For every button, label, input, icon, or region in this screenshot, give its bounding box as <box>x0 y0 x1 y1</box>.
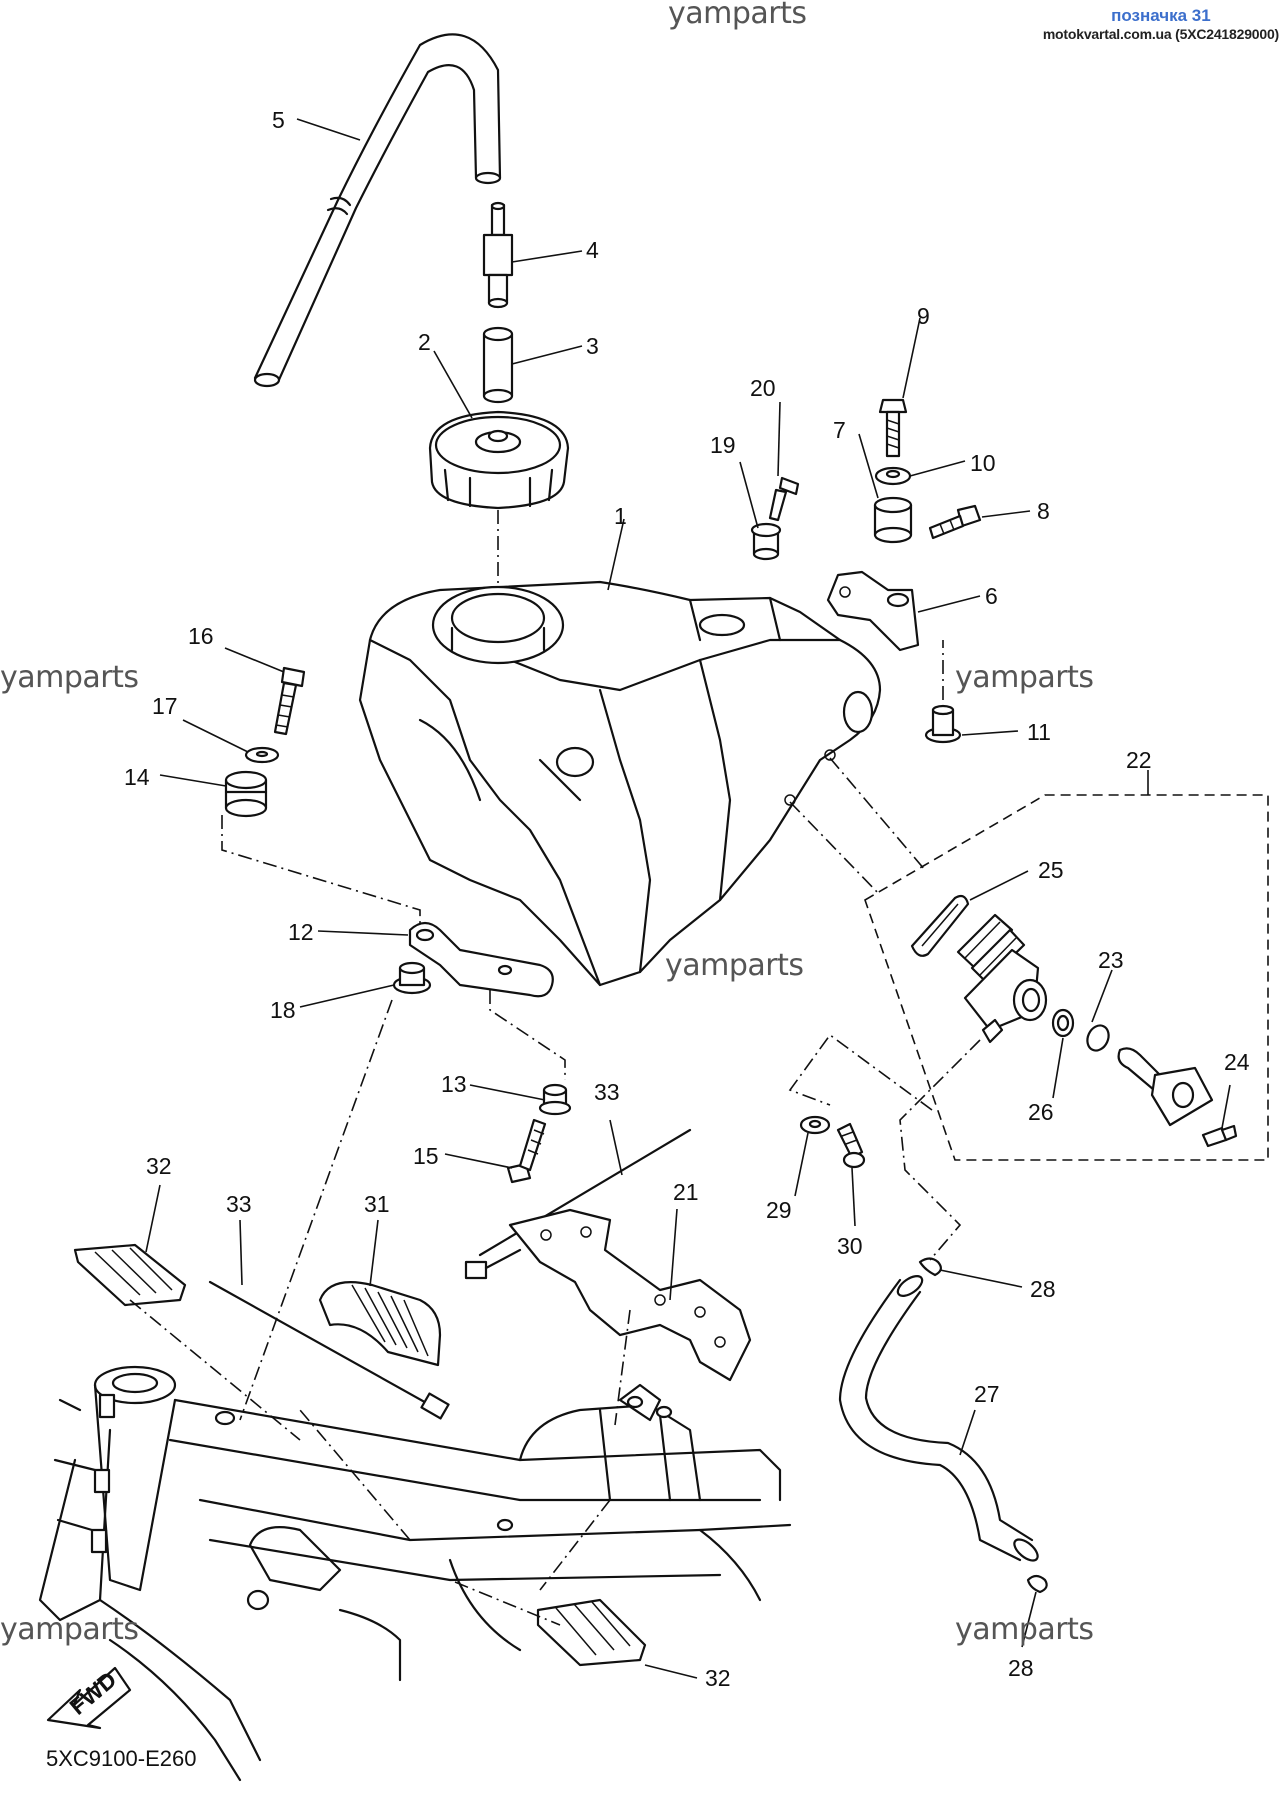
callout-24: 24 <box>1224 1049 1250 1075</box>
damper-part-14 <box>221 770 421 925</box>
callout-1: 1 <box>614 503 627 529</box>
callout-32-right: 32 <box>705 1665 731 1691</box>
bolt-part-16 <box>273 666 306 736</box>
frame <box>38 1299 792 1782</box>
callout-7: 7 <box>833 417 846 443</box>
watermark-bottom-right: yamparts <box>955 1612 1094 1647</box>
bracket-part-6 <box>826 570 920 652</box>
callout-numbers: 5 4 3 2 1 20 19 9 7 10 8 6 11 22 25 23 2… <box>124 107 1250 1691</box>
damper-part-7 <box>873 496 913 544</box>
marker-label: позначка 31 <box>1111 6 1211 25</box>
callout-26: 26 <box>1028 1099 1054 1125</box>
callout-6: 6 <box>985 583 998 609</box>
watermark-top: yamparts <box>668 0 807 31</box>
figure-code: 5XC9100-E260 <box>46 1746 197 1771</box>
callout-20: 20 <box>750 375 776 401</box>
callout-5: 5 <box>272 107 285 133</box>
fuel-hose-part-27 <box>838 1275 1039 1562</box>
callout-23: 23 <box>1098 947 1124 973</box>
collar-part-18 <box>239 961 432 1421</box>
bolt-part-20 <box>768 476 800 522</box>
callout-27: 27 <box>974 1381 1000 1407</box>
gasket-part-25 <box>910 894 970 957</box>
site-label: motokvartal.com.ua (5XC241829000) <box>1042 26 1279 42</box>
fuel-cock-body <box>963 948 1048 1044</box>
washer-part-17 <box>244 746 280 764</box>
watermark-bottom-left: yamparts <box>0 1612 139 1647</box>
callout-30: 30 <box>837 1233 863 1259</box>
forward-direction-arrow: FWD <box>46 1666 132 1730</box>
callout-16: 16 <box>188 623 214 649</box>
callout-32-left: 32 <box>146 1153 172 1179</box>
clip-part-28 <box>918 1257 1048 1594</box>
collar-part-11 <box>924 640 962 744</box>
callout-28-bottom: 28 <box>1008 1655 1034 1681</box>
watermark-left: yamparts <box>0 660 139 695</box>
bolt-part-9 <box>878 398 908 458</box>
callout-25: 25 <box>1038 857 1064 883</box>
leader-cock-to-washer <box>788 1033 933 1111</box>
leader-cock-to-hose <box>899 1039 981 1261</box>
protector-part-31 <box>318 1281 442 1367</box>
bolt-part-15 <box>506 1118 547 1184</box>
breather-hose-part-5 <box>253 33 502 388</box>
callout-4: 4 <box>586 237 599 263</box>
callout-2: 2 <box>418 329 431 355</box>
pad-part-32 <box>73 1243 647 1667</box>
callout-33-left: 33 <box>226 1191 252 1217</box>
bolt-part-8 <box>928 504 982 540</box>
callout-21: 21 <box>673 1179 699 1205</box>
callout-18: 18 <box>270 997 296 1023</box>
cable-tie-part-33 <box>208 1128 692 1420</box>
callout-29: 29 <box>766 1197 792 1223</box>
breather-fitting-part-4 <box>482 201 514 309</box>
bracket-part-21 <box>508 1208 752 1426</box>
collar-part-13 <box>538 1083 572 1116</box>
tank-band-part-12 <box>408 921 566 1080</box>
leader-lines <box>145 118 1231 1679</box>
callout-17: 17 <box>152 693 178 719</box>
header: позначка 31 motokvartal.com.ua (5XC24182… <box>1043 6 1279 42</box>
callout-13: 13 <box>441 1071 467 1097</box>
o-ring-part-26 <box>1051 1008 1075 1038</box>
fuel-tank-part-1 <box>358 580 882 987</box>
callout-3: 3 <box>586 333 599 359</box>
collar-part-19 <box>750 522 782 561</box>
callout-33-right: 33 <box>594 1079 620 1105</box>
sleeve-part-3 <box>482 326 514 404</box>
callout-8: 8 <box>1037 498 1050 524</box>
fuel-cock-assembly-part-22 <box>789 757 1269 1161</box>
screw-part-30 <box>836 1122 866 1169</box>
o-ring-part-23 <box>1086 1024 1110 1052</box>
fuel-tank-cap-part-2 <box>428 410 570 600</box>
callout-10: 10 <box>970 450 996 476</box>
callout-12: 12 <box>288 919 314 945</box>
callout-22: 22 <box>1126 747 1152 773</box>
watermark-center: yamparts <box>665 948 804 983</box>
fuel-strainer <box>956 913 1026 984</box>
watermark-right: yamparts <box>955 660 1094 695</box>
callout-28-top: 28 <box>1030 1276 1056 1302</box>
callout-19: 19 <box>710 432 736 458</box>
callout-15: 15 <box>413 1143 439 1169</box>
callout-31: 31 <box>364 1191 390 1217</box>
screw-part-24 <box>1201 1124 1238 1148</box>
callout-9: 9 <box>917 303 930 329</box>
callout-11: 11 <box>1027 719 1051 745</box>
fuel-cock-lever <box>1117 1047 1214 1127</box>
washer-part-10 <box>874 466 912 486</box>
callout-14: 14 <box>124 764 150 790</box>
washer-part-29 <box>799 1115 831 1135</box>
